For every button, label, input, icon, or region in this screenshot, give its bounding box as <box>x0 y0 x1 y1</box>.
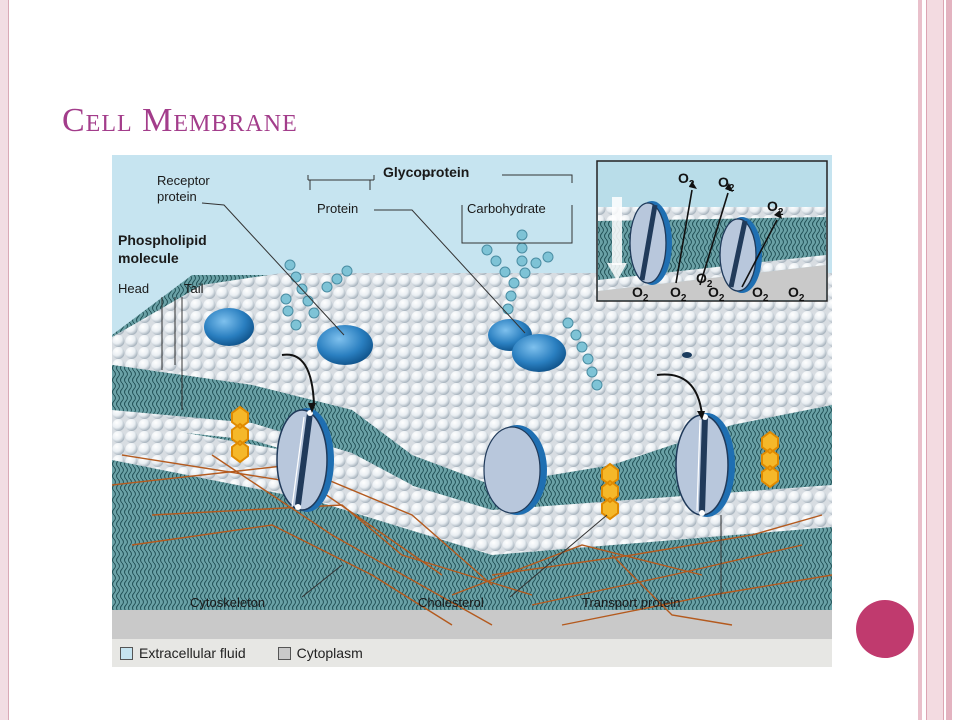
gradient-arrow <box>612 197 622 265</box>
legend-cytoplasm-label: Cytoplasm <box>296 645 363 661</box>
label-glycoprotein: Glycoprotein <box>383 164 469 180</box>
o2-5: O2 <box>670 284 687 304</box>
o2-6: O2 <box>696 270 713 290</box>
cut-face-heads <box>112 410 412 500</box>
transport-protein-left <box>276 408 334 512</box>
arrow-right <box>656 373 703 416</box>
oxygen-inset: O2 O2 O2 O2 O2 O2 O2 O2 O2 <box>596 160 828 304</box>
membrane-diagram: Receptor protein Glycoprotein Protein Ca… <box>112 155 832 639</box>
o2-7: O2 <box>708 284 725 304</box>
label-receptor-2: protein <box>157 189 197 204</box>
transport-protein-right <box>675 413 735 517</box>
o2-1: O2 <box>678 170 695 190</box>
label-cytoskeleton: Cytoskeleton <box>190 595 265 610</box>
label-cholesterol: Cholesterol <box>418 595 484 610</box>
right-border-edge <box>946 0 952 720</box>
legend-extracellular-label: Extracellular fluid <box>139 645 246 661</box>
label-phospholipid-1: Phospholipid <box>118 232 207 248</box>
leader-lines <box>161 174 722 598</box>
cytoplasm-swatch <box>277 646 291 660</box>
cell-membrane-figure: Receptor protein Glycoprotein Protein Ca… <box>112 155 832 667</box>
channel-protein-middle <box>483 425 547 515</box>
label-receptor-1: Receptor <box>157 173 210 188</box>
label-head: Head <box>118 281 149 296</box>
label-protein: Protein <box>317 201 358 216</box>
label-transport-protein: Transport protein <box>582 595 681 610</box>
o2-4: O2 <box>632 284 649 304</box>
slide-title: Cell Membrane <box>62 102 298 139</box>
label-phospholipid-2: molecule <box>118 250 179 266</box>
extracellular-swatch <box>120 646 133 660</box>
surface-proteins <box>204 308 692 372</box>
right-border-band <box>926 0 944 720</box>
cholesterol-molecules <box>231 405 779 521</box>
label-carbohydrate: Carbohydrate <box>467 201 546 216</box>
o2-8: O2 <box>752 284 769 304</box>
o2-2: O2 <box>718 174 735 194</box>
cut-face <box>112 365 412 485</box>
right-border-stripe <box>918 0 922 720</box>
decorative-dot <box>856 600 914 658</box>
legend-cytoplasm: Cytoplasm <box>277 645 363 661</box>
arrow-left <box>281 353 315 406</box>
legend-bar: Extracellular fluid Cytoplasm <box>112 639 832 667</box>
legend-extracellular: Extracellular fluid <box>120 645 246 661</box>
o2-9: O2 <box>788 284 805 304</box>
left-border <box>0 0 9 720</box>
o2-3: O2 <box>767 198 784 218</box>
label-tail: Tail <box>184 281 204 296</box>
carbohydrate-chains <box>280 229 603 391</box>
